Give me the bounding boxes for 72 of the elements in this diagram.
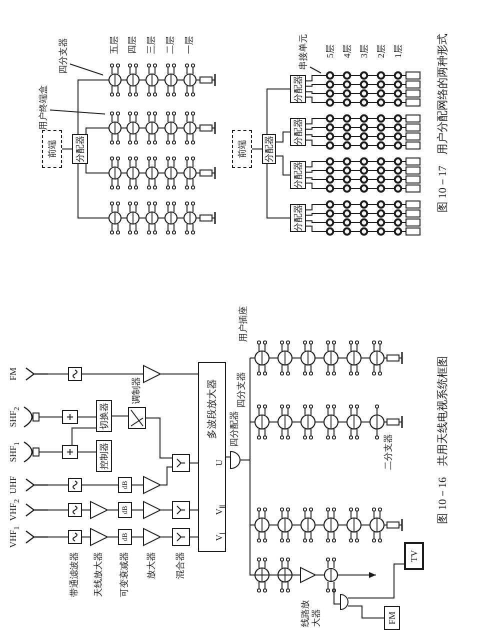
connector-line bbox=[160, 536, 172, 538]
radio-receiver-box: FM bbox=[384, 606, 400, 630]
part-label: 调制器 bbox=[131, 377, 142, 404]
callout-label: 用户终端盒 bbox=[38, 85, 49, 130]
connector-line bbox=[72, 428, 96, 446]
leader-line bbox=[310, 66, 322, 74]
switch-unit-box: 切换器 bbox=[96, 400, 112, 432]
port-label: U bbox=[214, 460, 225, 466]
callout-label: 四分支器 bbox=[58, 38, 69, 74]
figure-caption: 图 10－17 用户分配网络的两种形式 bbox=[436, 32, 450, 214]
connector-line bbox=[82, 484, 118, 486]
figure-caption: 图 10－16 共用天线电视系统框图 bbox=[436, 355, 450, 526]
connector-line bbox=[82, 536, 90, 538]
control-unit-box: 控制器 bbox=[96, 440, 112, 472]
part-label: 五层 bbox=[109, 35, 120, 54]
part-label: 线路放大器 bbox=[300, 599, 322, 627]
part-label: 放大器 bbox=[146, 552, 157, 581]
splitter-box: 分配器 bbox=[290, 204, 306, 232]
dashed-box: 前端 bbox=[232, 130, 252, 168]
splitter-box: 分配器 bbox=[290, 75, 306, 103]
connector-line bbox=[48, 536, 68, 538]
part-label: 四分配器 bbox=[229, 411, 240, 447]
dashed-box: 前端 bbox=[42, 130, 62, 168]
splitter-box: 分配器 bbox=[290, 118, 306, 146]
part-label: 5层 bbox=[325, 44, 336, 58]
antenna-label: FM bbox=[8, 366, 19, 383]
part-label: 带通滤波器 bbox=[69, 552, 80, 599]
connector-line bbox=[266, 164, 290, 218]
connector-line bbox=[108, 536, 118, 538]
splitter-box: 分配器 bbox=[262, 134, 276, 164]
connector-line bbox=[132, 536, 144, 538]
part-label: 4层 bbox=[342, 44, 353, 58]
connector-line bbox=[160, 466, 172, 486]
block-title: 多波段放大器 bbox=[207, 379, 218, 439]
connector-line bbox=[276, 132, 290, 142]
connector-line bbox=[62, 148, 72, 150]
part-label: 2层 bbox=[376, 44, 387, 58]
connector-line bbox=[48, 484, 68, 486]
part-label: 二分支器 bbox=[383, 433, 394, 470]
part-label: 二层 bbox=[165, 35, 176, 54]
callout-label: 串接单元 bbox=[298, 34, 309, 70]
splitter-box: 分配器 bbox=[72, 134, 88, 164]
connector-line bbox=[348, 606, 384, 618]
part-label: 一层 bbox=[184, 35, 195, 54]
tv-set-box: TV bbox=[404, 542, 424, 570]
connector-line bbox=[78, 416, 96, 418]
leader-line bbox=[70, 64, 104, 76]
connector-line bbox=[276, 156, 290, 176]
connector-line bbox=[190, 462, 198, 464]
part-label: 四分支器 bbox=[236, 371, 247, 408]
connector-line bbox=[146, 418, 172, 458]
part-label: 1层 bbox=[393, 44, 404, 58]
connector-line bbox=[334, 582, 340, 604]
connector-line bbox=[132, 484, 144, 486]
part-label: 混合器 bbox=[175, 552, 186, 581]
connector-line bbox=[348, 564, 404, 598]
connector-line bbox=[48, 416, 62, 418]
part-label: 四层 bbox=[127, 35, 138, 54]
part-label: 三层 bbox=[146, 35, 157, 54]
connector-line bbox=[226, 456, 230, 458]
connector-line bbox=[190, 536, 198, 538]
connector-line bbox=[252, 148, 262, 150]
part-label: 天线放大器 bbox=[93, 552, 104, 599]
part-label: 用户插座 bbox=[238, 305, 249, 342]
leader-line bbox=[50, 110, 106, 114]
connector-line bbox=[266, 88, 290, 134]
part-label: 可变衰减器 bbox=[119, 552, 130, 599]
arrow bbox=[338, 572, 376, 578]
amplifier-bar bbox=[198, 362, 226, 552]
part-label: 3层 bbox=[359, 44, 370, 58]
splitter-box: 分配器 bbox=[290, 161, 306, 189]
connector-line bbox=[316, 574, 324, 576]
